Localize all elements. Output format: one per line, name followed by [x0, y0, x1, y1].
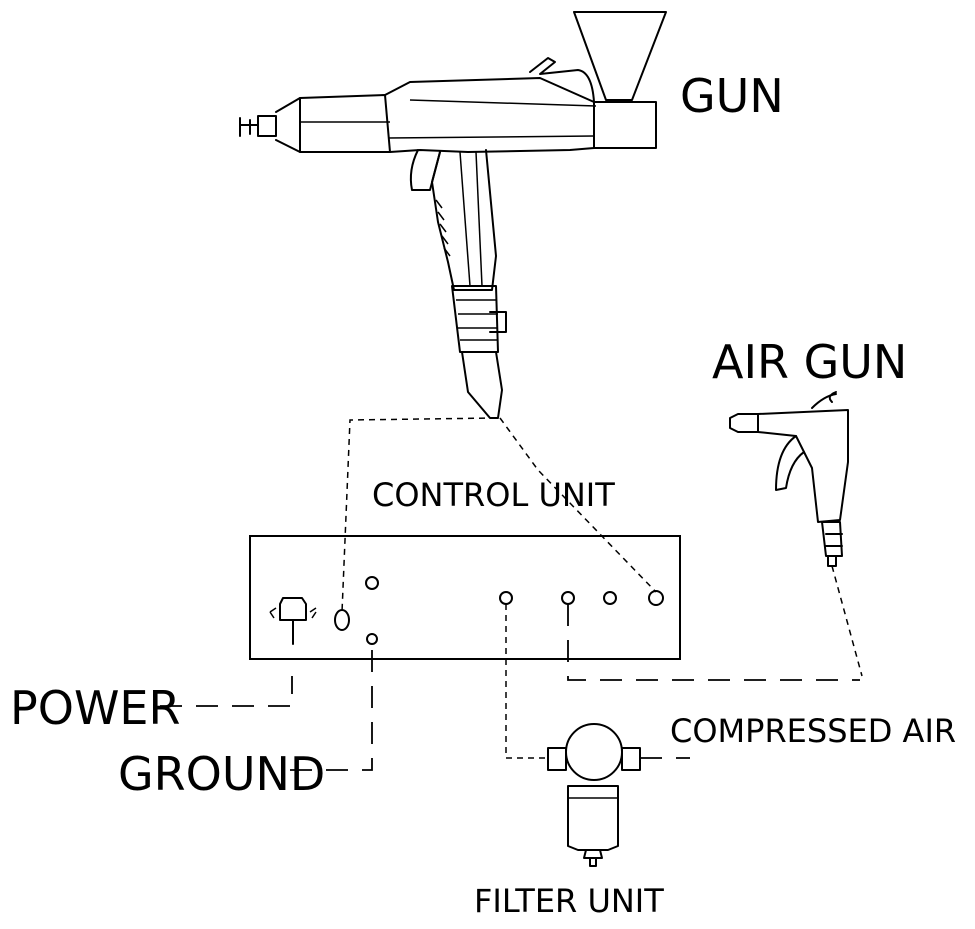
connections — [160, 417, 863, 771]
filter-drain — [583, 849, 603, 867]
filter-gauge — [565, 723, 623, 781]
air-gun-drawing — [729, 391, 849, 567]
compressed-air-label: COMPRESSED AIR — [670, 712, 956, 750]
gun-cable-port — [334, 609, 350, 631]
ground-port — [366, 633, 378, 645]
gun-body — [384, 77, 595, 153]
filter-unit-label: FILTER UNIT — [474, 882, 664, 920]
gun-label: GUN — [680, 69, 784, 123]
gun-hook — [529, 57, 595, 103]
power-switch — [269, 597, 317, 645]
hopper-mount-block — [593, 101, 657, 149]
compressed-air-hose-line — [567, 604, 860, 681]
gun-air-port — [648, 590, 664, 606]
labels: GUN AIR GUN CONTROL UNIT POWER GROUND CO… — [10, 69, 956, 920]
air-gun-fitting — [821, 521, 843, 557]
air-gun-trigger — [775, 435, 805, 491]
indicator-port — [365, 576, 379, 590]
power-line — [160, 676, 293, 707]
gun-cable-dashed-line — [341, 417, 497, 613]
ground-label: GROUND — [118, 747, 325, 801]
control-unit-label: CONTROL UNIT — [372, 476, 615, 514]
filter-air-port — [499, 591, 513, 605]
gun-trigger — [409, 149, 441, 191]
air-gun-hook — [811, 391, 837, 409]
ground-line — [290, 645, 373, 771]
filter-dashed-line — [505, 604, 548, 759]
spray-gun-drawing — [239, 11, 667, 419]
air-gun-label: AIR GUN — [712, 335, 907, 389]
control-unit — [249, 535, 681, 660]
filter-bowl — [567, 785, 619, 851]
aux-port — [603, 591, 617, 605]
powder-hopper — [573, 11, 667, 101]
air-gun-hose-line — [831, 565, 863, 677]
gun-nozzle-cone — [275, 97, 301, 153]
gun-air-dashed-line — [499, 417, 657, 593]
gun-nozzle-tip — [239, 115, 277, 137]
control-unit-panel — [249, 535, 681, 660]
gun-cable-connector — [451, 285, 499, 353]
gun-grip — [431, 149, 497, 291]
filter-unit-drawing — [547, 723, 641, 867]
compressed-air-port — [561, 591, 575, 605]
power-label: POWER — [10, 681, 180, 735]
air-gun-body — [757, 409, 849, 523]
gun-barrel — [299, 94, 391, 153]
gun-cable — [461, 351, 503, 419]
air-gun-nozzle — [729, 413, 759, 433]
